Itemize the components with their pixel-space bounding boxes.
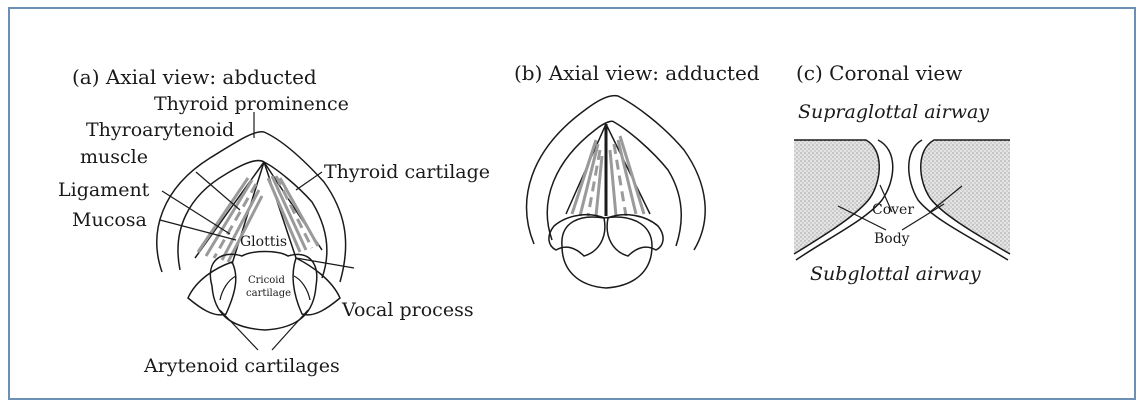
panel-a: (a) Axial view: abducted	[58, 65, 490, 377]
panel-c: (c) Coronal view Supraglottal airway Cov…	[794, 61, 1010, 285]
thyroarytenoid-label-line2: muscle	[80, 146, 148, 168]
cricoid-label-line2: cartilage	[246, 288, 291, 299]
thyroid-prominence-label: Thyroid prominence	[154, 93, 349, 115]
thyroarytenoid-fibres-left-b	[572, 140, 602, 216]
arytenoid-cartilages-label: Arytenoid cartilages	[143, 355, 340, 377]
panel-c-title: (c) Coronal view	[796, 61, 962, 85]
right-vocal-fold-body	[921, 140, 1010, 254]
ligament-leader	[162, 191, 230, 234]
panel-b: (b) Axial view: adducted	[514, 61, 760, 288]
panel-a-title: (a) Axial view: abducted	[72, 65, 317, 89]
thyroid-cartilage-label: Thyroid cartilage	[324, 161, 490, 183]
supraglottal-airway-label: Supraglottal airway	[798, 101, 989, 123]
vocal-process-label: Vocal process	[341, 299, 474, 321]
thyroid-cartilage-leader	[296, 172, 322, 190]
cover-label: Cover	[872, 202, 914, 218]
arytenoid-rotation-arrow-left	[220, 276, 236, 300]
arytenoid-leader-right	[272, 310, 308, 350]
thyroarytenoid-label-line1: Thyroarytenoid	[86, 119, 234, 141]
arytenoid-left-b	[549, 215, 605, 256]
arytenoid-leader-left	[220, 310, 258, 350]
panel-b-title: (b) Axial view: adducted	[514, 61, 760, 85]
glottis-label: Glottis	[240, 234, 287, 250]
left-vocal-fold-body	[794, 140, 879, 254]
cricoid-label-line1: Cricoid	[248, 275, 285, 286]
subglottal-airway-label: Subglottal airway	[810, 263, 981, 285]
thyroarytenoid-fibres-right-b	[610, 136, 644, 216]
body-label: Body	[874, 231, 910, 247]
ligament-label: Ligament	[58, 179, 150, 201]
mucosa-label: Mucosa	[72, 209, 147, 231]
